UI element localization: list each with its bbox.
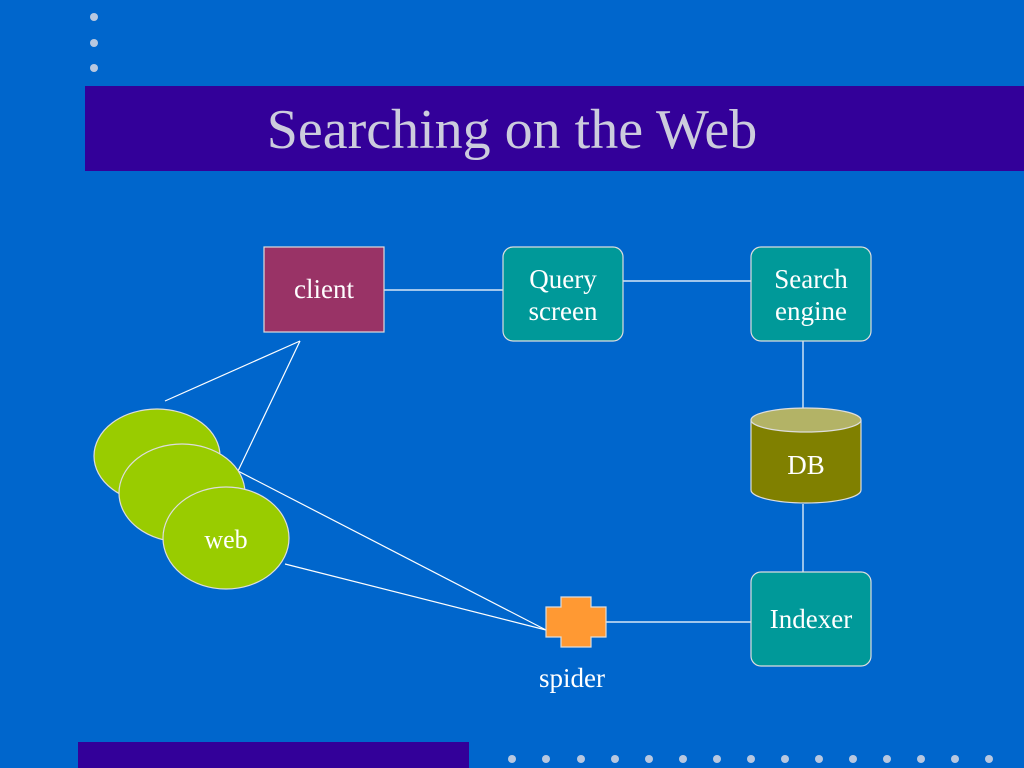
client-label: client: [294, 274, 354, 305]
decor-dot: [679, 755, 687, 763]
decor-dot: [577, 755, 585, 763]
decor-dot: [883, 755, 891, 763]
decor-dot: [713, 755, 721, 763]
decor-dot: [90, 13, 98, 21]
web-node: [93, 408, 290, 590]
decor-dot: [611, 755, 619, 763]
db-label: DB: [787, 449, 825, 480]
decor-dot: [90, 39, 98, 47]
query-screen-label: Query screen: [528, 263, 598, 326]
search-engine-node: [750, 246, 872, 342]
connector-web-client-1: [164, 340, 301, 402]
decor-dot: [747, 755, 755, 763]
indexer-node: [750, 571, 872, 667]
connector-web-spider-1: [237, 470, 547, 631]
spider-node: [545, 596, 607, 648]
decor-dot: [815, 755, 823, 763]
query-screen-node: [502, 246, 624, 342]
client-node: [263, 246, 385, 333]
slide-title: Searching on the Web: [266, 99, 758, 161]
title-band: [85, 86, 1024, 171]
indexer-label: Indexer: [769, 603, 853, 634]
decor-dot: [985, 755, 993, 763]
web-label: web: [204, 525, 248, 555]
decor-dot: [781, 755, 789, 763]
connector-web-spider-2: [284, 563, 547, 631]
db-node: [750, 407, 862, 504]
decor-dot: [508, 755, 516, 763]
decor-dot: [951, 755, 959, 763]
decor-dot: [917, 755, 925, 763]
decor-dot: [849, 755, 857, 763]
search-engine-label: Search engine: [774, 263, 848, 326]
spider-label: spider: [539, 662, 605, 693]
decor-dot: [542, 755, 550, 763]
connector-web-client-2: [237, 340, 301, 472]
decor-dot: [90, 64, 98, 72]
footer-band: [78, 742, 469, 768]
decor-dot: [645, 755, 653, 763]
